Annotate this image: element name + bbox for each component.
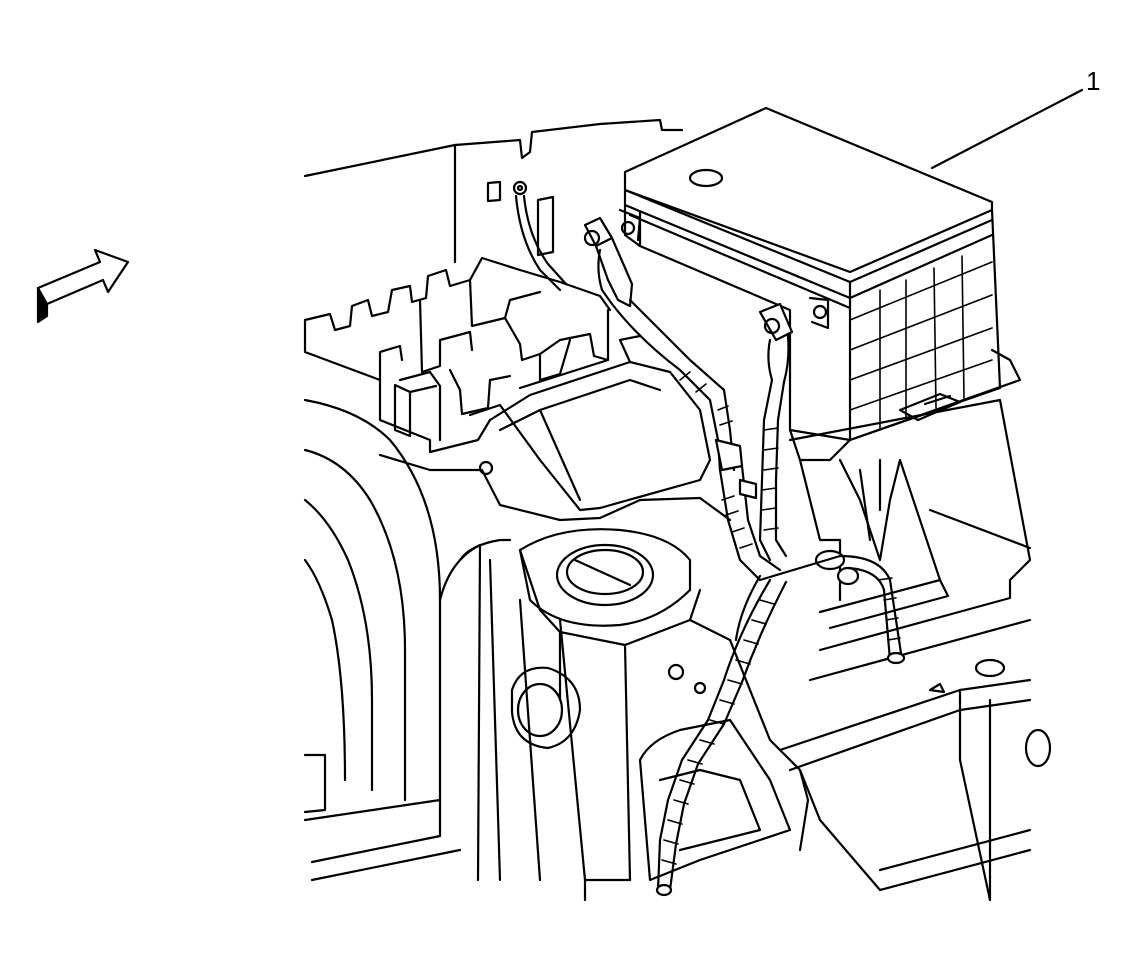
callout-label-1: 1 (1086, 66, 1101, 96)
air-intake-duct (488, 334, 712, 512)
battery (618, 106, 1022, 462)
left-inner-fender (303, 398, 462, 882)
front-of-vehicle-arrow-icon (36, 248, 130, 324)
frame-rail (638, 638, 1052, 902)
callout-1-leader (930, 88, 1084, 170)
battery-tray (788, 398, 1032, 682)
cowl-panel (303, 118, 684, 264)
underhood-fuse-block (303, 256, 612, 454)
strut-mount-bolt (510, 663, 707, 750)
battery-cables (583, 216, 906, 897)
reservoir-cap (518, 528, 732, 882)
ground-strap (512, 180, 568, 292)
strut-tower (378, 403, 732, 902)
